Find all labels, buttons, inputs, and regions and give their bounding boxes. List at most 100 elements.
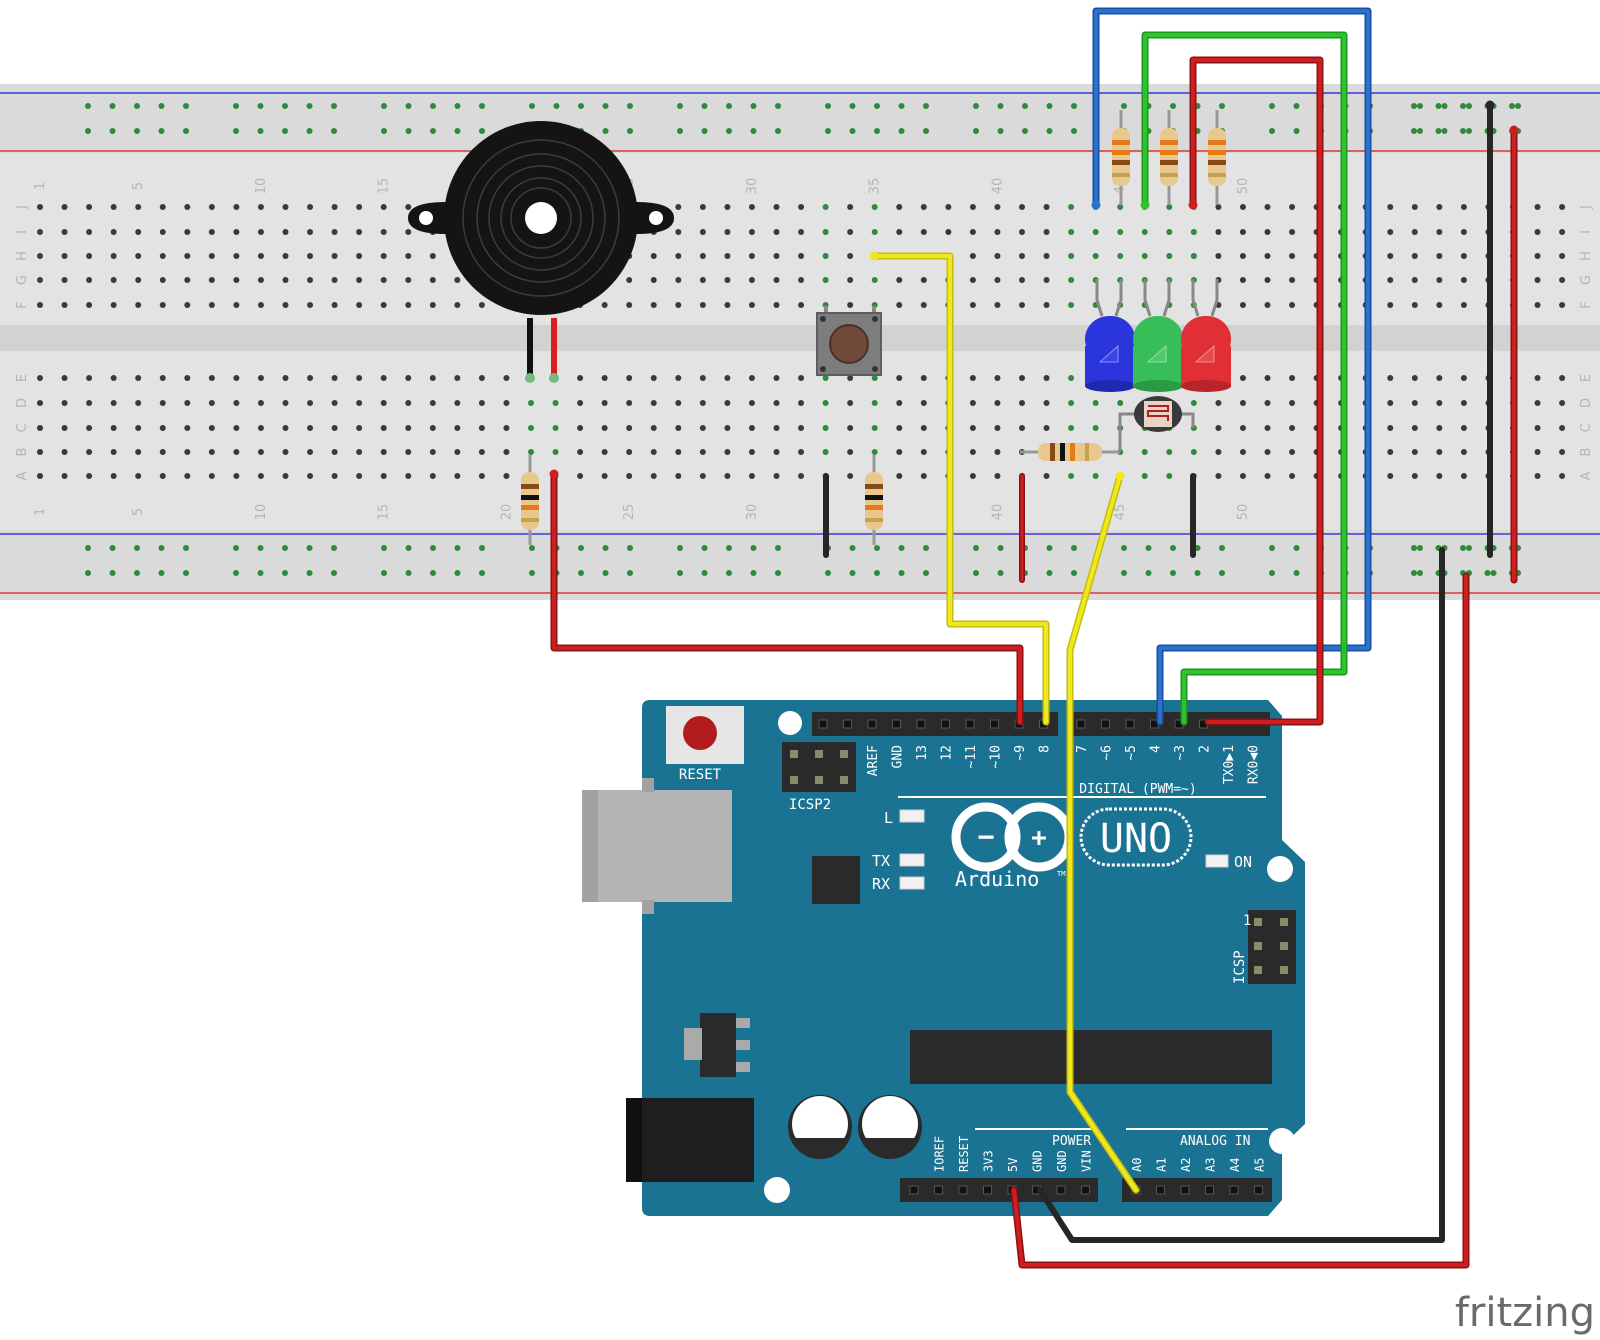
breadboard-hole bbox=[356, 302, 363, 308]
rail-hole bbox=[602, 570, 609, 576]
analog-pin-hole[interactable] bbox=[1254, 1185, 1263, 1195]
digital-pin-label: ~11 bbox=[964, 745, 979, 768]
digital-pin-label: ~3 bbox=[1173, 745, 1188, 761]
arduino-board bbox=[642, 700, 1305, 1216]
digital-pin-hole[interactable] bbox=[1101, 719, 1110, 729]
analog-pin-label: A4 bbox=[1228, 1158, 1242, 1172]
logo-minus: − bbox=[978, 820, 995, 853]
rail-hole bbox=[1170, 545, 1176, 551]
row-letter: A bbox=[1579, 471, 1594, 480]
rail-hole bbox=[923, 570, 929, 576]
rail-hole bbox=[973, 570, 979, 576]
rail-hole bbox=[1466, 103, 1472, 109]
breadboard-hole bbox=[1264, 302, 1271, 308]
column-number: 50 bbox=[1236, 178, 1251, 195]
breadboard-hole bbox=[208, 425, 215, 431]
breadboard-hole bbox=[1166, 473, 1173, 479]
power-pin-hole[interactable] bbox=[1056, 1185, 1066, 1195]
breadboard-hole bbox=[37, 204, 43, 210]
breadboard-hole bbox=[282, 473, 289, 479]
power-pin-hole[interactable] bbox=[934, 1185, 943, 1195]
row-letter: G bbox=[15, 275, 30, 285]
breadboard-hole bbox=[1411, 253, 1418, 259]
breadboard-hole bbox=[871, 375, 878, 381]
breadboard-hole bbox=[503, 400, 510, 406]
breadboard-hole bbox=[1043, 400, 1050, 406]
rail-hole bbox=[1466, 128, 1472, 134]
logo-plus: + bbox=[1031, 823, 1047, 853]
wire-red-buzzer bbox=[550, 470, 1024, 726]
breadboard-hole bbox=[994, 425, 1001, 431]
rail-hole bbox=[750, 128, 757, 134]
rail-hole bbox=[1515, 103, 1521, 109]
breadboard-hole bbox=[1436, 229, 1443, 235]
breadboard-hole bbox=[724, 204, 731, 210]
breadboard-hole bbox=[1559, 473, 1566, 479]
breadboard-hole bbox=[1215, 400, 1222, 406]
breadboard-hole bbox=[773, 302, 780, 308]
breadboard-hole bbox=[871, 229, 878, 235]
icsp2-header bbox=[782, 742, 856, 792]
analog-pin-hole[interactable] bbox=[1156, 1185, 1165, 1195]
power-pin-hole[interactable] bbox=[983, 1185, 992, 1195]
breadboard-hole bbox=[1411, 375, 1418, 381]
digital-pin-hole[interactable] bbox=[867, 719, 877, 729]
led-red bbox=[1181, 279, 1231, 392]
rail-hole bbox=[479, 103, 485, 109]
digital-pin-hole[interactable] bbox=[892, 719, 901, 729]
digital-pin-hole[interactable] bbox=[941, 719, 950, 729]
breadboard-hole bbox=[184, 400, 191, 406]
power-pin-hole[interactable] bbox=[958, 1185, 968, 1195]
breadboard-hole bbox=[1411, 473, 1418, 479]
power-pin-label: 3V3 bbox=[982, 1150, 996, 1172]
power-pin-hole[interactable] bbox=[1081, 1185, 1090, 1195]
breadboard-hole bbox=[454, 425, 461, 431]
breadboard-hole bbox=[699, 449, 706, 455]
digital-pin-hole[interactable] bbox=[1076, 719, 1086, 729]
rail-hole bbox=[405, 128, 412, 134]
analog-pin-hole[interactable] bbox=[1229, 1185, 1239, 1195]
digital-pin-hole[interactable] bbox=[965, 719, 975, 729]
breadboard-hole bbox=[748, 253, 755, 259]
row-letter: D bbox=[15, 398, 30, 408]
push-button[interactable] bbox=[816, 306, 882, 376]
power-pin-label: 5V bbox=[1006, 1158, 1020, 1172]
breadboard-hole bbox=[331, 229, 338, 235]
breadboard-hole bbox=[135, 473, 142, 479]
rail-hole bbox=[306, 545, 313, 551]
digital-pin-hole[interactable] bbox=[843, 719, 852, 729]
breadboard-hole bbox=[159, 229, 166, 235]
breadboard-hole bbox=[208, 302, 215, 308]
digital-pin-hole[interactable] bbox=[990, 719, 999, 729]
breadboard-hole bbox=[822, 375, 829, 381]
breadboard-hole bbox=[1239, 473, 1246, 479]
digital-pin-hole[interactable] bbox=[1125, 719, 1135, 729]
analog-pin-hole[interactable] bbox=[1205, 1185, 1214, 1195]
breadboard-hole bbox=[61, 229, 68, 235]
rail-hole bbox=[134, 570, 140, 576]
breadboard-hole bbox=[626, 425, 633, 431]
breadboard-hole bbox=[233, 229, 240, 235]
analog-pin-hole[interactable] bbox=[1180, 1185, 1190, 1195]
rail-hole bbox=[627, 545, 633, 551]
breadboard-hole bbox=[822, 425, 829, 431]
breadboard-hole bbox=[969, 449, 976, 455]
digital-pin-hole[interactable] bbox=[818, 719, 828, 729]
breadboard-hole bbox=[503, 375, 510, 381]
digital-pin-label: RX0◀0 bbox=[1247, 745, 1262, 784]
usb-controller-chip bbox=[812, 856, 860, 904]
digital-pin-hole[interactable] bbox=[916, 719, 926, 729]
breadboard-hole bbox=[380, 253, 387, 259]
breadboard-hole bbox=[969, 375, 976, 381]
breadboard-hole bbox=[37, 400, 43, 406]
reset-button-cap[interactable] bbox=[683, 716, 717, 750]
breadboard-hole bbox=[110, 229, 117, 235]
breadboard-hole bbox=[233, 425, 240, 431]
digital-pin-label: 4 bbox=[1149, 745, 1164, 753]
digital-header-label: DIGITAL (PWM=~) bbox=[1079, 782, 1196, 797]
breadboard-hole bbox=[847, 449, 854, 455]
rail-hole bbox=[677, 103, 683, 109]
power-pin-hole[interactable] bbox=[909, 1185, 919, 1195]
breadboard-hole bbox=[798, 253, 805, 259]
column-number: 25 bbox=[622, 504, 637, 521]
